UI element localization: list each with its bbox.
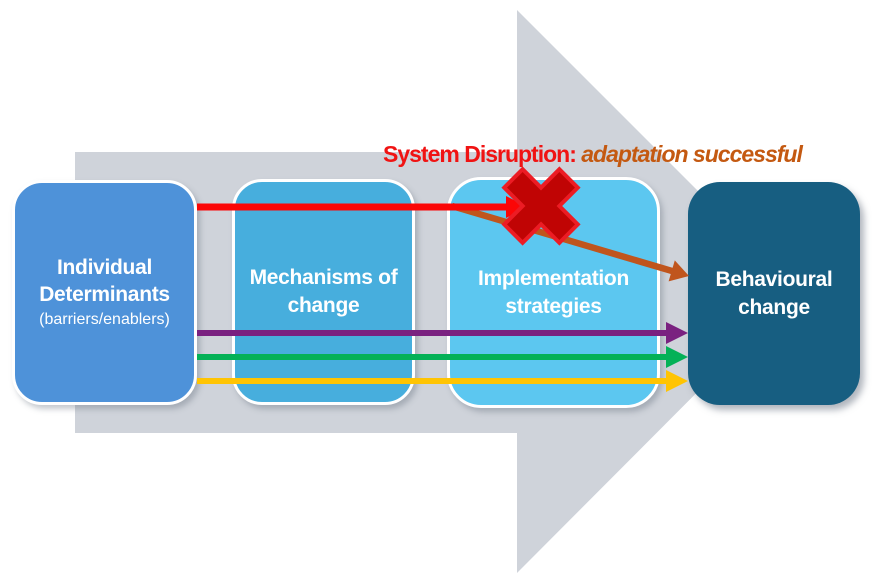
arrow-purple-head — [666, 322, 688, 344]
box-implementation-strategies: Implementation strategies — [447, 177, 660, 408]
box-individual-determinants: Individual Determinants (barriers/enable… — [12, 180, 197, 405]
box-label-individual-determinants: Individual Determinants — [39, 255, 170, 307]
box-label-implementation-strategies: Implementation strategies — [478, 266, 629, 318]
box-label-mechanisms-of-change: Mechanisms of change — [249, 266, 398, 317]
heading-adaptation-successful: adaptation successful — [575, 141, 803, 167]
arrow-green-head — [666, 346, 688, 368]
box-behavioural-change: Behavioural change — [688, 182, 860, 405]
box-label-behavioural-change: Behavioural change — [715, 267, 833, 319]
arrow-yellow-head — [666, 370, 688, 392]
box-sublabel-barriers-enablers: (barriers/enablers) — [39, 311, 170, 329]
heading-system-disruption: System Disruption: — [383, 141, 577, 167]
arrow-orange-head — [668, 260, 689, 282]
disruption-heading: System Disruption: adaptation successful — [383, 141, 803, 168]
box-mechanisms-of-change: Mechanisms of change — [232, 179, 415, 405]
